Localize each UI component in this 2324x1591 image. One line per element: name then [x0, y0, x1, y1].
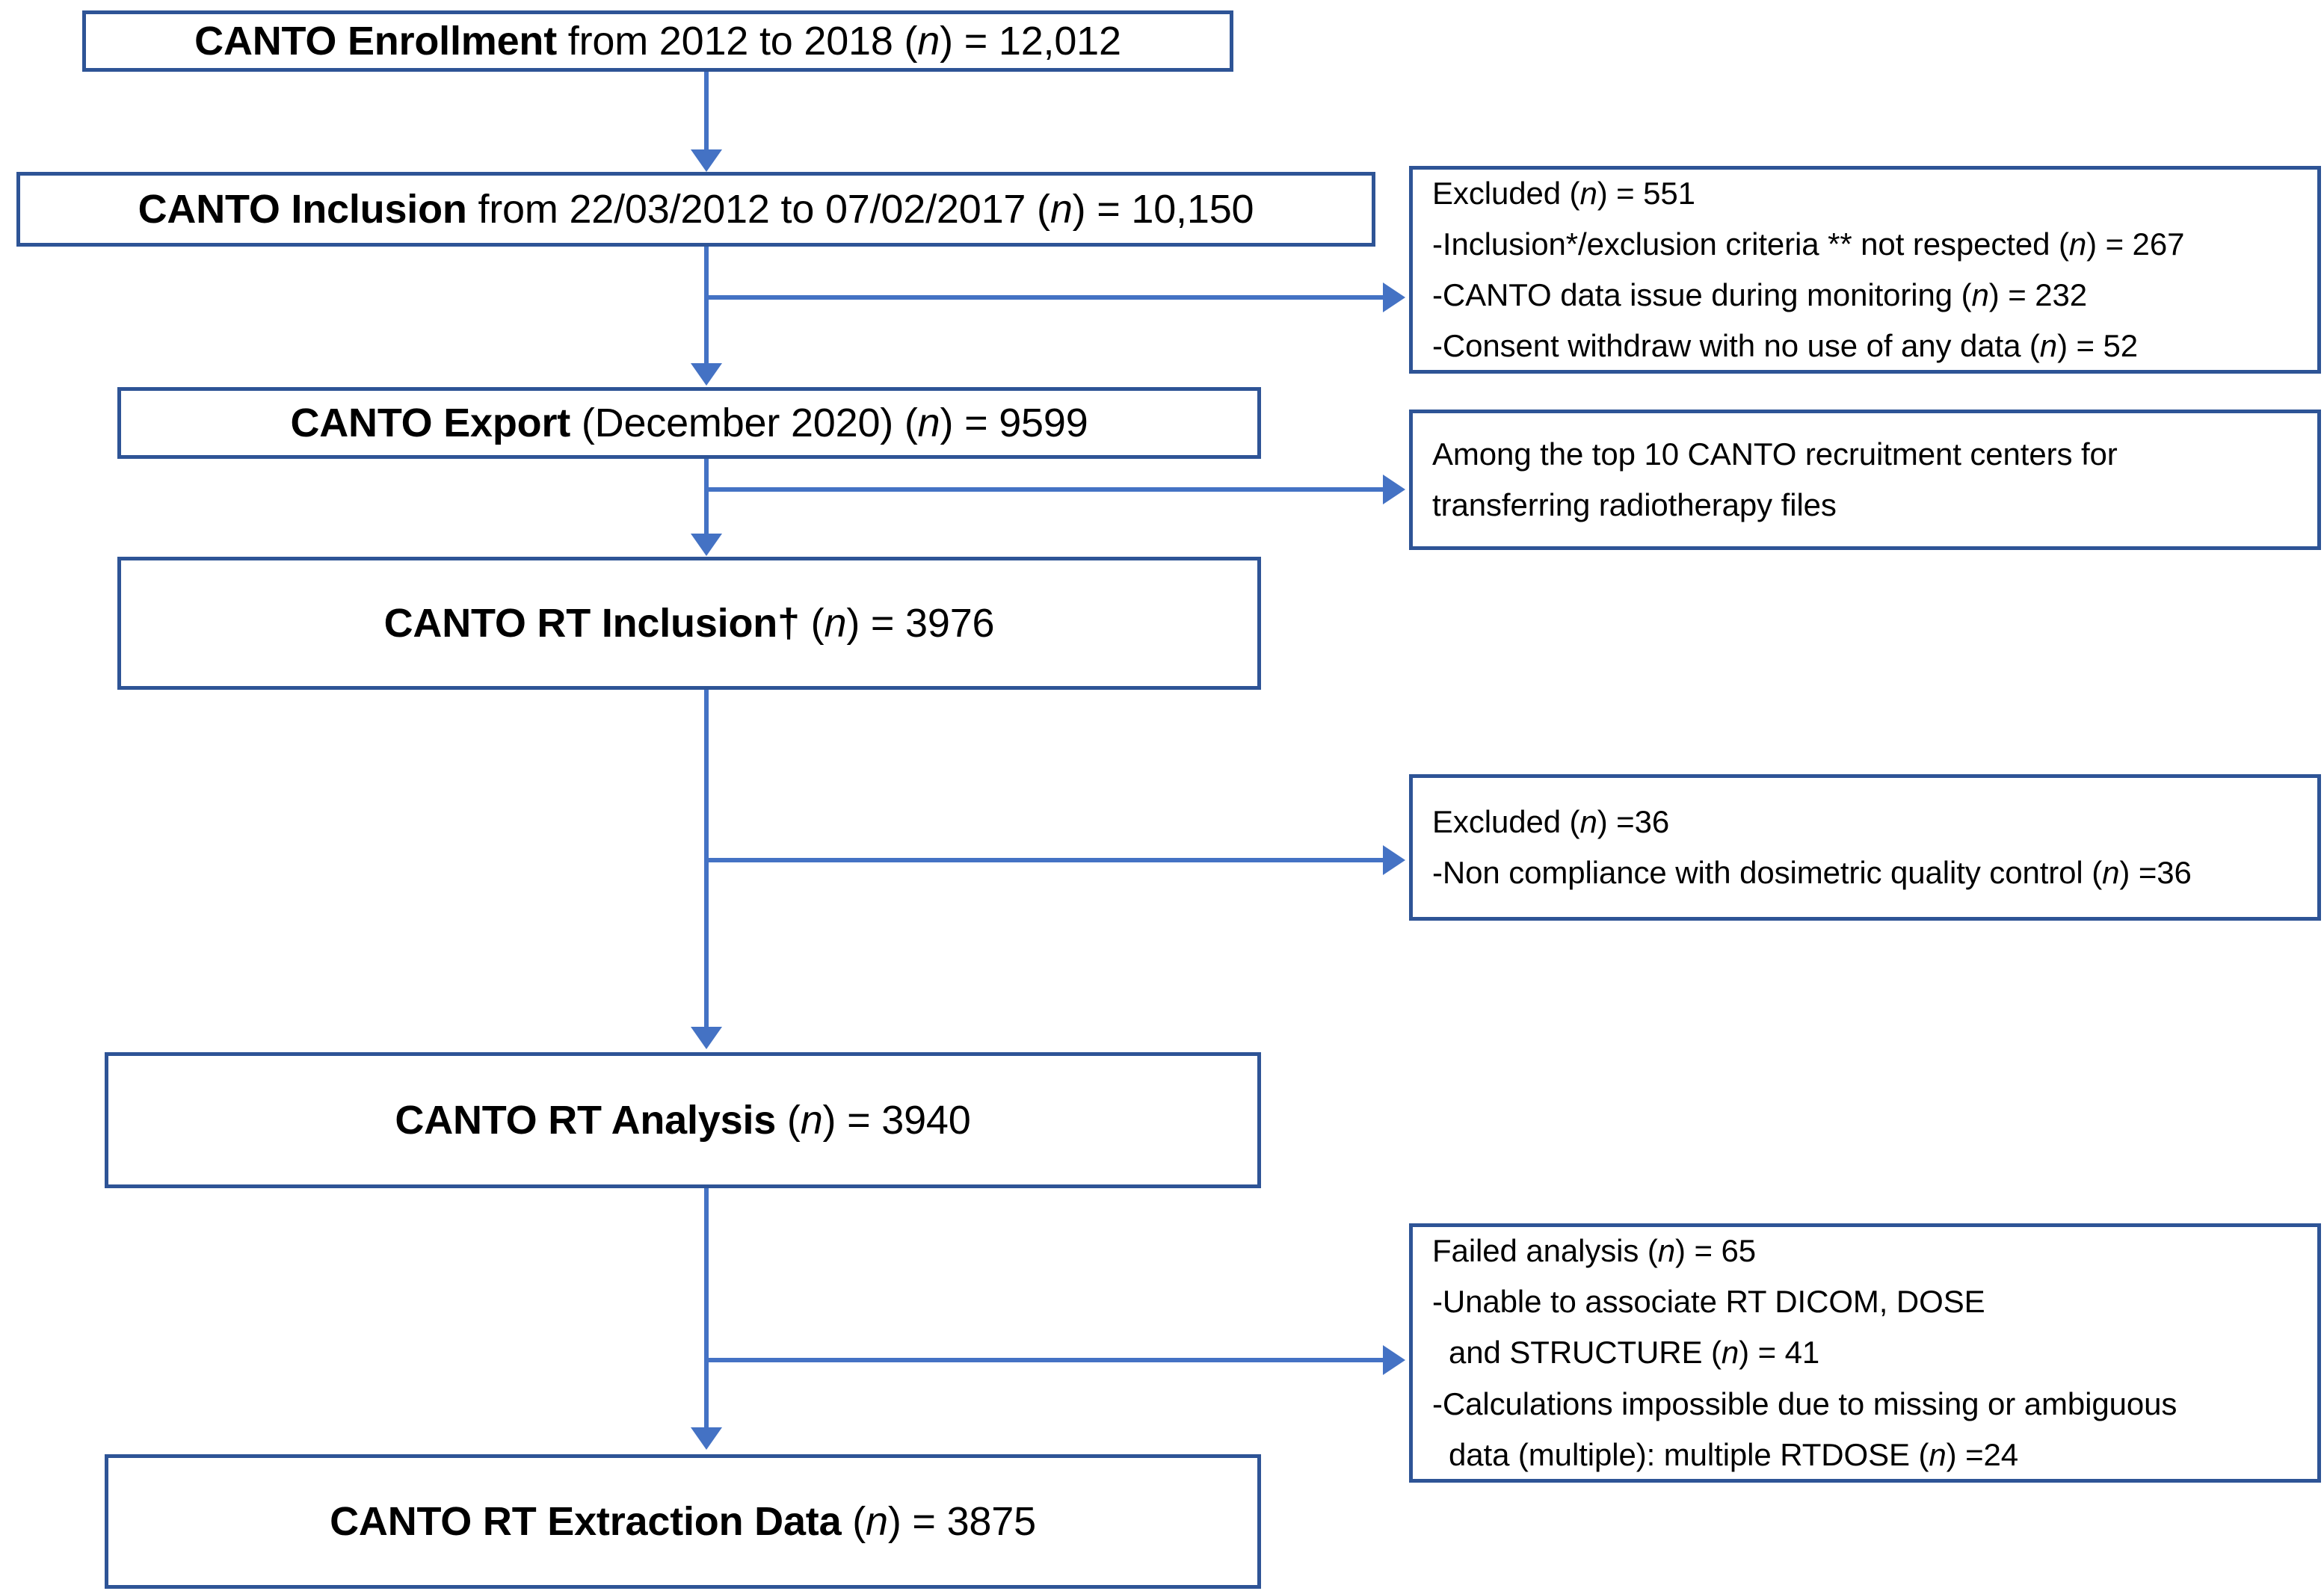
node-canto-rt-inclusion: CANTO RT Inclusion† (n) = 3976 [117, 557, 1261, 690]
panel-excluded-36: Excluded (n) =36 -Non compliance with do… [1409, 774, 2321, 921]
arrowhead-rt-analysis-to-failed-analysis [1383, 1345, 1405, 1375]
panel-top10-centers: Among the top 10 CANTO recruitment cente… [1409, 410, 2321, 550]
node-canto-inclusion: CANTO Inclusion from 22/03/2012 to 07/02… [16, 172, 1375, 247]
panel-excluded-551-line-3: -CANTO data issue during monitoring (n) … [1432, 277, 2087, 312]
connector-rt-analysis-to-rt-extraction [704, 1188, 709, 1429]
panel-excluded-36-line-2: -Non compliance with dosimetric quality … [1432, 855, 2192, 890]
arrowhead-enrollment-to-inclusion [691, 149, 722, 172]
arrowhead-rt-analysis-to-rt-extraction [691, 1427, 722, 1450]
node-canto-rt-extraction-data-label: CANTO RT Extraction Data (n) = 3875 [330, 1499, 1036, 1544]
panel-excluded-551-line-2: -Inclusion*/exclusion criteria ** not re… [1432, 226, 2185, 262]
arrowhead-export-to-top10-centers [1383, 475, 1405, 504]
arrowhead-rt-inclusion-to-excluded-36 [1383, 845, 1405, 875]
panel-excluded-551: Excluded (n) = 551 -Inclusion*/exclusion… [1409, 166, 2321, 374]
arrowhead-rt-inclusion-to-rt-analysis [691, 1027, 722, 1049]
branch-export-to-top10-centers [704, 487, 1384, 492]
panel-excluded-551-line-4: -Consent withdraw with no use of any dat… [1432, 328, 2139, 364]
panel-failed-analysis-line-2: -Unable to associate RT DICOM, DOSE [1432, 1284, 1985, 1320]
connector-export-to-rt-inclusion [704, 459, 709, 537]
connector-enrollment-to-inclusion [704, 72, 709, 154]
arrowhead-export-to-rt-inclusion [691, 534, 722, 556]
panel-excluded-551-line-1: Excluded (n) = 551 [1432, 175, 1695, 211]
node-canto-rt-extraction-data: CANTO RT Extraction Data (n) = 3875 [105, 1454, 1261, 1589]
panel-failed-analysis-line-5: data (multiple): multiple RTDOSE (n) =24 [1449, 1436, 2019, 1472]
node-canto-export: CANTO Export (December 2020) (n) = 9599 [117, 387, 1261, 459]
panel-failed-analysis-line-3: and STRUCTURE (n) = 41 [1449, 1335, 1820, 1371]
panel-top10-centers-line-2: transferring radiotherapy files [1432, 487, 1837, 522]
node-canto-enrollment-label: CANTO Enrollment from 2012 to 2018 (n) =… [194, 19, 1121, 64]
connector-inclusion-to-export [704, 247, 709, 365]
node-canto-rt-analysis: CANTO RT Analysis (n) = 3940 [105, 1052, 1261, 1188]
node-canto-inclusion-label: CANTO Inclusion from 22/03/2012 to 07/02… [138, 187, 1254, 232]
node-canto-rt-inclusion-label: CANTO RT Inclusion† (n) = 3976 [383, 601, 995, 646]
node-canto-rt-analysis-label: CANTO RT Analysis (n) = 3940 [395, 1098, 971, 1143]
panel-failed-analysis-line-1: Failed analysis (n) = 65 [1432, 1233, 1756, 1269]
panel-top10-centers-line-1: Among the top 10 CANTO recruitment cente… [1432, 436, 2118, 472]
branch-rt-analysis-to-failed-analysis [704, 1358, 1384, 1362]
panel-failed-analysis-line-4: -Calculations impossible due to missing … [1432, 1385, 2177, 1421]
node-canto-enrollment: CANTO Enrollment from 2012 to 2018 (n) =… [82, 10, 1233, 72]
arrowhead-inclusion-to-export [691, 363, 722, 386]
panel-failed-analysis-65: Failed analysis (n) = 65 -Unable to asso… [1409, 1223, 2321, 1483]
panel-excluded-36-line-1: Excluded (n) =36 [1432, 803, 1670, 839]
branch-rt-inclusion-to-excluded-36 [704, 858, 1384, 862]
branch-inclusion-to-excluded-551 [704, 295, 1384, 300]
arrowhead-inclusion-to-excluded-551 [1383, 282, 1405, 312]
node-canto-export-label: CANTO Export (December 2020) (n) = 9599 [290, 401, 1088, 445]
